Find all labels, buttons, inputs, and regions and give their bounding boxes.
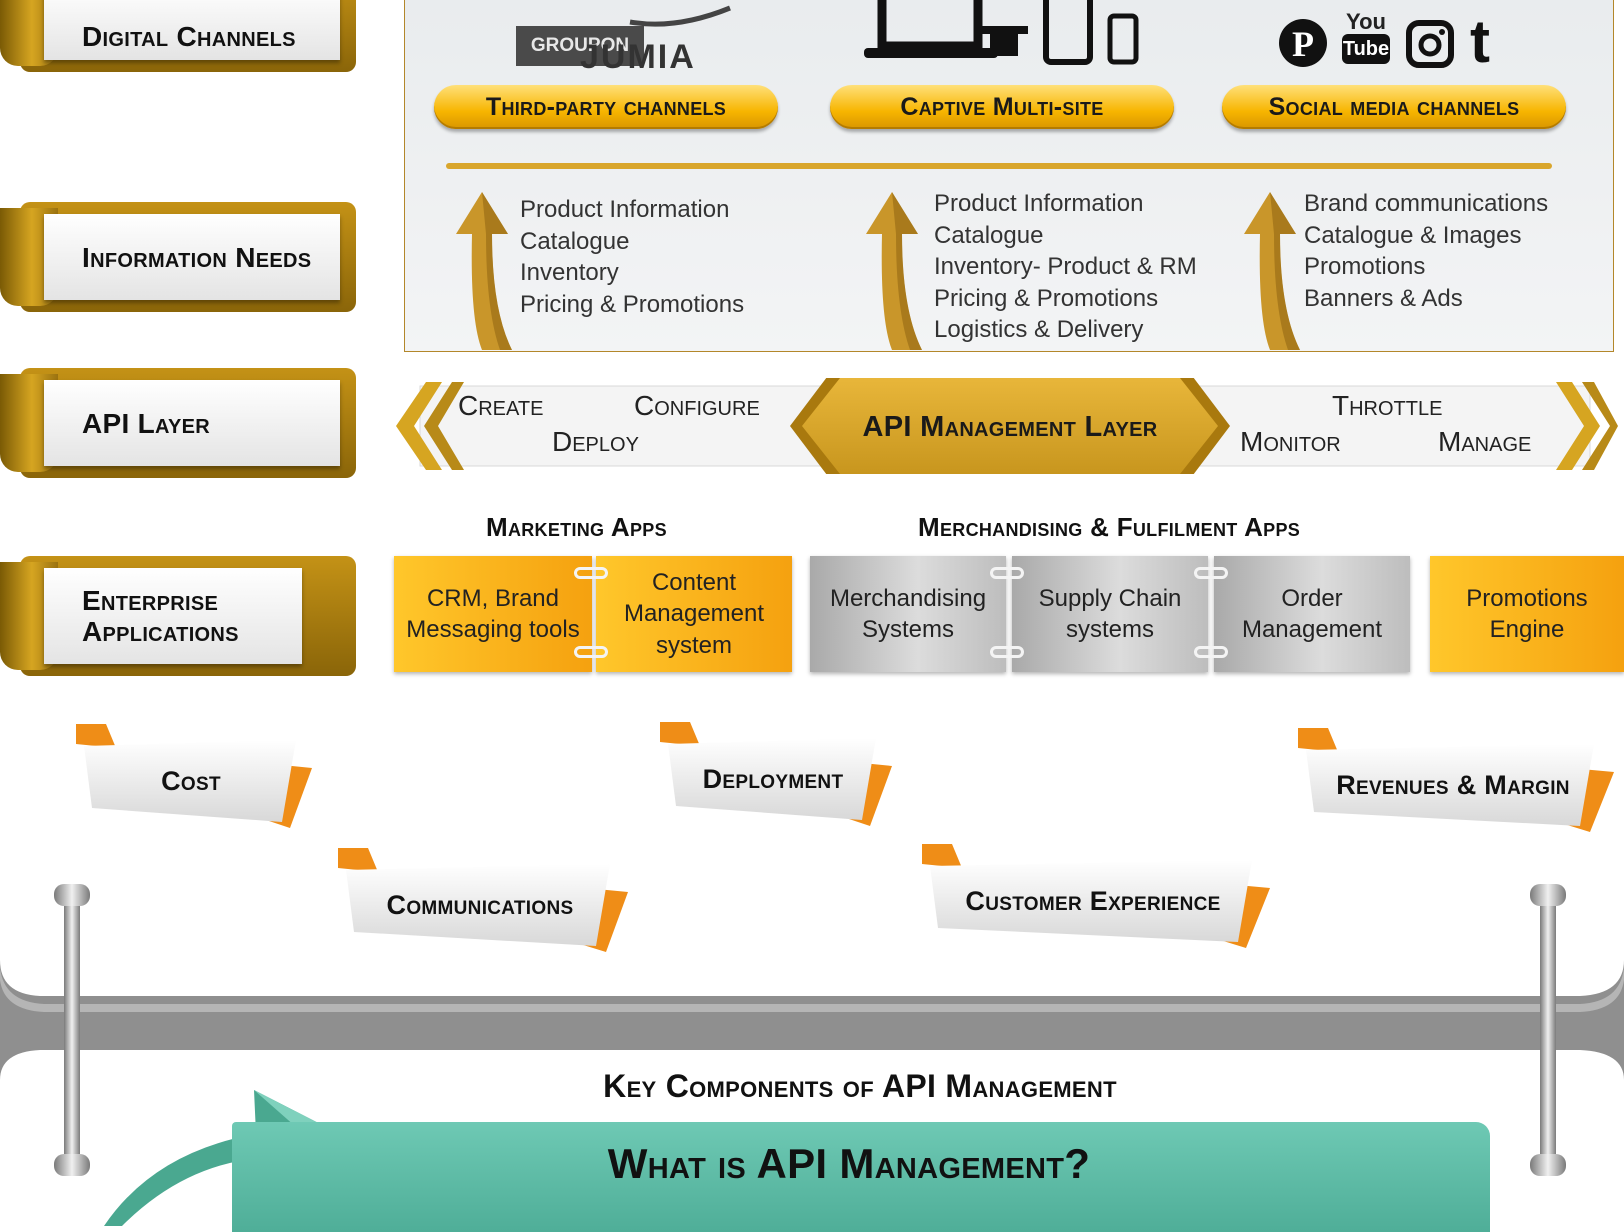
instagram-icon (1406, 20, 1454, 68)
tag-label: Cost (161, 765, 221, 796)
info-item: Inventory- Product & RM (934, 253, 1197, 280)
chain-link-icon (574, 567, 608, 579)
row-label-api-layer: API Layer (0, 368, 356, 478)
band-word-throttle: Throttle (1332, 390, 1443, 421)
monitor-stand-foot (990, 34, 1018, 56)
panel-divider (446, 163, 1552, 169)
chain-link-icon (990, 646, 1024, 658)
tag-cost: Cost (76, 724, 312, 834)
band-word-manage: Manage (1438, 426, 1532, 457)
tumblr-icon: t (1470, 8, 1490, 75)
pill-third-party-channels: Third-party channels (434, 85, 778, 129)
info-item: Logistics & Delivery (934, 316, 1144, 343)
band-word-monitor: Monitor (1240, 426, 1341, 457)
info-item: Product Information (934, 190, 1144, 217)
info-item: Brand communications (1304, 190, 1549, 217)
youtube-you: You (1346, 9, 1386, 34)
tag-shape (338, 848, 628, 952)
gray-wave (0, 960, 1624, 1080)
info-item: Inventory (520, 259, 619, 286)
laptop-screen (877, 0, 983, 51)
info-item: Catalogue (520, 227, 630, 255)
band-word-configure: Configure (634, 390, 760, 421)
info-item: Promotions (1304, 253, 1426, 280)
info-item: Banners & Ads (1304, 284, 1463, 312)
marketing-apps-title: Marketing Apps (486, 512, 667, 542)
info-item: Catalogue & Images (1304, 221, 1522, 249)
tablet (1043, 0, 1093, 65)
info-item: Catalogue (934, 221, 1044, 249)
laptop-base (864, 48, 998, 58)
tag-label: Communications (386, 889, 574, 920)
left-chevrons-icon (396, 382, 442, 470)
api-management-layer-title: API Management Layer (862, 410, 1158, 443)
chain-link-icon (990, 567, 1024, 579)
info-item: Pricing & Promotions (520, 290, 745, 318)
tag-communications: Communications (338, 848, 628, 958)
chain-link-icon (1194, 646, 1228, 658)
pill-captive-multi-site: Captive Multi-site (830, 85, 1174, 129)
row-label-text: API Layer (44, 380, 340, 466)
band-word-create: Create (458, 390, 544, 421)
tag-deployment: Deployment (660, 722, 892, 832)
app-cms: Content Management system (596, 556, 792, 672)
tag-label: Revenues & Margin (1336, 769, 1570, 800)
tag-customer-experience: Customer Experience (922, 844, 1270, 954)
right-chevrons-icon (1556, 382, 1600, 470)
row-label-text: Digital Channels (44, 0, 340, 60)
chain-link-icon (574, 646, 608, 658)
app-merchandising: Merchandising Systems (810, 556, 1006, 672)
up-arrow-icon (456, 192, 512, 350)
app-crm: CRM, Brand Messaging tools (394, 556, 592, 672)
monitor-stand (980, 26, 1028, 34)
row-label-information-needs: Information Needs (0, 202, 356, 312)
chain-link-icon (1194, 567, 1228, 579)
info-item: Pricing & Promotions (934, 284, 1159, 312)
tag-shape (660, 722, 892, 826)
merch-apps-title: Merchandising & Fulfilment Apps (918, 512, 1301, 542)
groupon-jumia-logo: GROUPON JUMIA (516, 5, 731, 76)
up-arrow-icon (866, 192, 922, 350)
youtube-tube: Tube (1342, 34, 1390, 64)
youtube-icon: You Tube (1342, 10, 1390, 64)
tag-shape (922, 844, 1270, 948)
app-supply-chain: Supply Chain systems (1012, 556, 1208, 672)
info-needs-captive: Product Information Catalogue Inventory-… (934, 188, 1197, 346)
app-promotions-engine: Promotions Engine (1430, 556, 1624, 672)
what-is-title: What is API Management? (607, 1140, 1091, 1187)
tag-revenues-margin: Revenues & Margin (1298, 728, 1614, 838)
band-word-deploy: Deploy (552, 426, 639, 457)
tag-label: Customer Experience (965, 885, 1221, 916)
what-is-banner (232, 1122, 1490, 1232)
tag-shape (1298, 728, 1614, 832)
key-components-title: Key Components of API Management (603, 1068, 1117, 1104)
phone (1107, 13, 1139, 65)
social-icons: P You Tube t (1278, 8, 1518, 78)
info-needs-social: Brand communications Catalogue & Images … (1304, 188, 1548, 314)
pill-social-media-channels: Social media channels (1222, 85, 1566, 129)
info-needs-third-party: Product Information Catalogue Inventory … (520, 194, 744, 320)
info-item: Product Information (520, 196, 730, 223)
row-label-text: Information Needs (44, 214, 340, 300)
up-arrow-icon (1244, 192, 1300, 350)
left-pole (54, 884, 90, 1176)
swoosh-icon (629, 5, 731, 27)
right-pole (1530, 884, 1566, 1176)
devices-icon (864, 0, 1139, 65)
tag-label: Deployment (702, 763, 844, 794)
tag-shape (76, 724, 312, 828)
api-band (396, 378, 1618, 474)
row-label-enterprise-applications: Enterprise Applications (0, 556, 356, 676)
row-label-text: Enterprise Applications (44, 568, 302, 664)
groupon-logo: GROUPON (516, 26, 644, 66)
jumia-logo: JUMIA (580, 38, 696, 76)
app-order-management: Order Management (1214, 556, 1410, 672)
pinterest-icon: P (1279, 19, 1327, 67)
svg-text:P: P (1292, 24, 1314, 64)
row-label-digital-channels: Digital Channels (0, 0, 356, 72)
